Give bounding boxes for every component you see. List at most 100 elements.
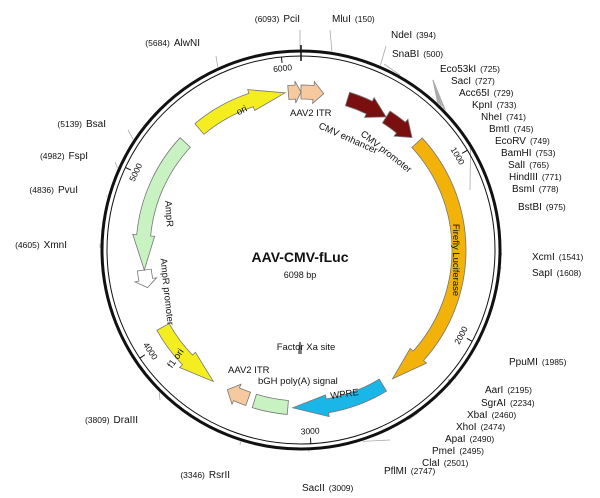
site-position: (2460) [492,410,517,420]
site-position: (771) [542,172,562,182]
site-position: (1541) [559,252,584,262]
site-name: BamHI [501,148,532,159]
site-position: (778) [539,184,559,194]
site-position: (753) [536,148,556,158]
site-name: XbaI [467,410,488,421]
plasmid-name: AAV-CMV-fLuc [252,249,349,265]
feature-label-aav2-itr-left: AAV2 ITR [290,108,332,119]
feature-label-wpre: WPRE [330,387,360,402]
site-name: PpuMI [509,357,538,368]
site-position: (2747) [411,466,436,476]
site-position: (5139) [57,119,82,129]
site-leader-bsai [127,129,134,140]
feature-ampr-promoter [133,268,158,289]
site-name: PvuI [58,185,78,196]
tick-label: 3000 [300,426,320,437]
restriction-site-labels: PciI(6093)MluI(150)NdeI(394)SnaBI(500)Ec… [15,14,583,494]
feature-label-ampr: AmpR [162,200,175,227]
site-leader-pflmi [362,439,391,442]
site-position: (3346) [180,470,205,480]
site-sapi: SapI (1608) [532,268,581,279]
site-name: DraIII [114,415,138,426]
tick-label: 6000 [273,62,293,74]
site-hindiii: HindIII(771) [509,172,562,183]
tick-label: 4000 [141,340,160,362]
site-leader-fspi [114,161,118,169]
site-position: (4605) [15,240,40,250]
site-name: BsaI [86,119,106,130]
site-name: AarI [485,385,503,396]
site-name: AlwNI [174,38,200,49]
site-position: (1608) [557,268,582,278]
site-leader-draiii [158,392,161,401]
feature-arrows [132,80,467,418]
feature-label-firefly-luciferase: Firefly Luciferase [450,224,461,296]
site-name: SalI [508,160,525,171]
site-name: XmnI [44,240,67,251]
site-position: (727) [475,76,495,86]
site-position: (2234) [510,398,535,408]
site-rsrii: RsrII(3346) [180,470,230,481]
feature-ori [194,89,287,135]
feature-wpre [291,378,388,418]
site-xmni: XmnI (4605) [15,240,67,251]
feature-cmv-promoter [381,110,413,139]
site-name: BmtI [489,124,510,135]
site-position: (2474) [481,422,506,432]
feature-f1-ori [156,322,215,383]
feature-ampr [132,137,191,272]
site-nhei: NheI(741) [481,112,526,123]
site-ecorv: EcoRV (749) [495,136,550,147]
feature-aav2-itr-left [287,80,302,104]
site-position: (500) [423,49,443,59]
site-pflmi: PflMI (2747) [384,466,436,477]
site-name: NheI [481,112,502,123]
site-draiii: DraIII (3809) [85,415,138,426]
site-position: (2195) [507,385,532,395]
site-sali: SalI(765) [508,160,549,171]
site-ndei: NdeI(394) [391,30,436,41]
site-name: ApaI [445,434,466,445]
site-pmei: PmeI(2495) [432,446,484,457]
site-name: KpnI [472,100,493,111]
site-name: ClaI [422,458,440,469]
site-name: FspI [69,151,88,162]
site-position: (745) [514,124,534,134]
site-bamhi: BamHI (753) [501,148,556,159]
site-name: PflMI [384,466,407,477]
feature-factor-xa-site [298,341,302,355]
site-position: (3809) [85,415,110,425]
site-name: Acc65I [459,88,490,99]
site-kpni: KpnI(733) [472,100,517,111]
feature-firefly-luciferase [391,137,467,380]
site-position: (2490) [470,434,495,444]
feature-label-factor-xa-site: Factor Xa site [277,342,336,353]
feature-label-bgh-poly-a-signal: bGH poly(A) signal [258,376,338,387]
site-name: SapI [532,268,553,279]
site-pcii: PciI(6093) [255,14,300,25]
site-name: EcoRV [495,136,526,147]
tick-label: 2000 [452,324,470,346]
site-position: (5684) [145,38,170,48]
site-leader-bsmi [432,79,446,111]
site-position: (749) [530,136,550,146]
site-leader-ndei [379,45,387,66]
site-leader-bstbi [469,142,472,191]
site-bmti: BmtI (745) [489,124,534,135]
site-bsmi: BsmI(778) [512,184,559,195]
site-leader-mlui [329,29,333,52]
site-sgrai: SgrAI(2234) [481,398,535,409]
feature-aav2-itr-right [226,383,252,407]
site-saci: SacI(727) [451,76,495,87]
site-name: SacII [302,483,325,494]
tick-mark [466,338,473,342]
feature-label-ori: ori [235,103,249,118]
site-alwni: AlwNI (5684) [145,38,200,49]
site-sacii: SacII(3009) [302,483,354,494]
tick-mark [461,149,468,154]
feature-label-ampr-promoter: AmpR promoter [158,258,176,326]
site-apai: ApaI (2490) [445,434,494,445]
plasmid-backbone [100,45,502,451]
site-clai: ClaI(2501) [422,458,469,469]
site-xhoi: XhoI(2474) [456,422,505,433]
